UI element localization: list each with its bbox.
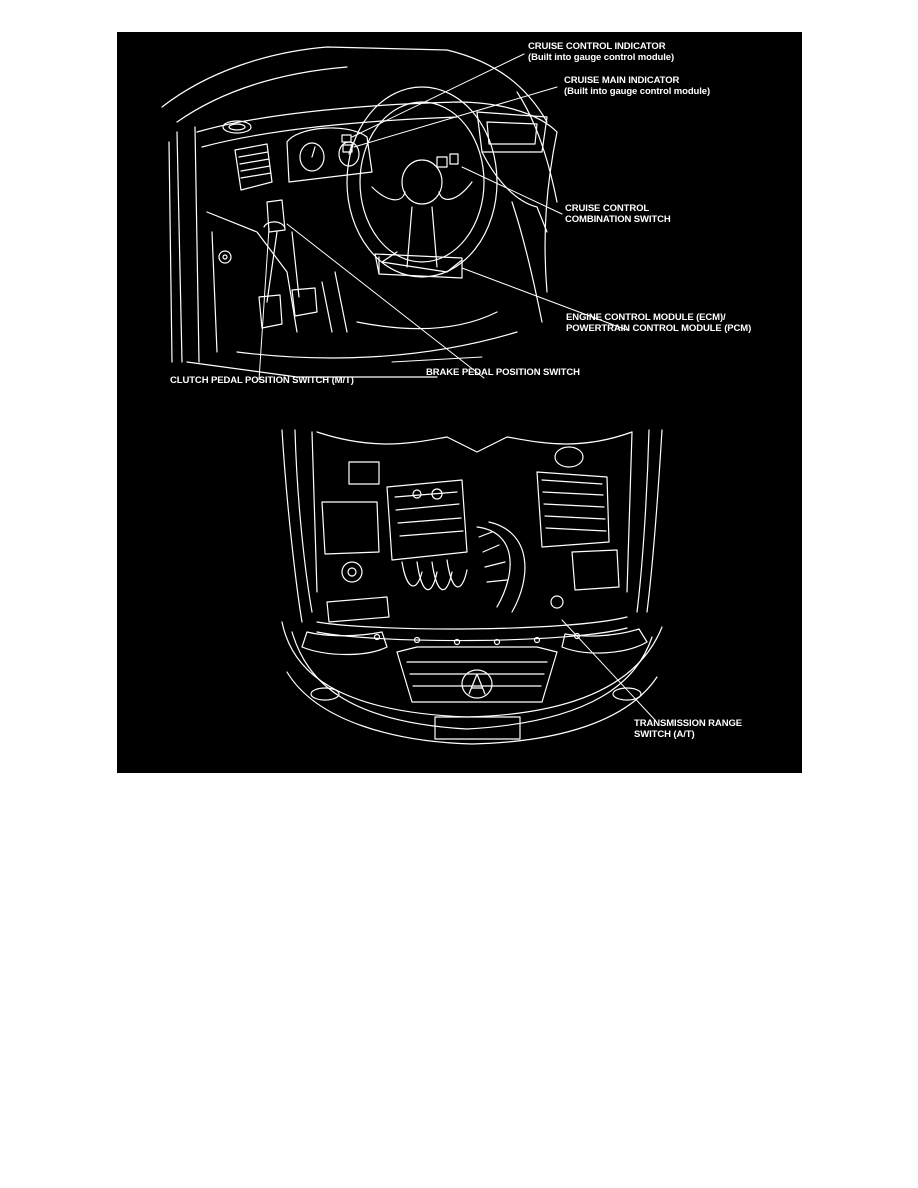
label-clutch-pedal-position-switch: CLUTCH PEDAL POSITION SWITCH (M/T) bbox=[170, 375, 354, 387]
label-line: TRANSMISSION RANGE bbox=[634, 718, 742, 729]
label-line: CRUISE CONTROL bbox=[565, 203, 650, 214]
label-line: CRUISE CONTROL INDICATOR bbox=[528, 41, 666, 52]
label-line: ENGINE CONTROL MODULE (ECM)/ bbox=[566, 312, 726, 323]
label-cruise-main-indicator: CRUISE MAIN INDICATOR (Built into gauge … bbox=[564, 75, 711, 97]
label-transmission-range-switch: TRANSMISSION RANGE SWITCH (A/T) bbox=[634, 718, 742, 740]
label-cruise-control-indicator: CRUISE CONTROL INDICATOR (Built into gau… bbox=[528, 41, 675, 63]
dashboard-illustration bbox=[161, 46, 558, 378]
leader-lines-bottom bbox=[561, 619, 656, 721]
label-line: CLUTCH PEDAL POSITION SWITCH (M/T) bbox=[170, 375, 354, 386]
label-engine-control-module: ENGINE CONTROL MODULE (ECM)/ POWERTRAIN … bbox=[566, 312, 752, 334]
label-line: (Built into gauge control module) bbox=[528, 51, 675, 63]
line-drawing bbox=[161, 46, 663, 745]
component-location-figure: CRUISE CONTROL INDICATOR (Built into gau… bbox=[117, 32, 802, 773]
label-line: BRAKE PEDAL POSITION SWITCH bbox=[426, 367, 580, 378]
label-cruise-control-combination-switch: CRUISE CONTROL COMBINATION SWITCH bbox=[565, 203, 671, 225]
label-line: POWERTRAIN CONTROL MODULE (PCM) bbox=[566, 322, 752, 334]
label-line: (Built into gauge control module) bbox=[564, 85, 711, 97]
leader-lines-top bbox=[258, 53, 628, 381]
label-line: CRUISE MAIN INDICATOR bbox=[564, 75, 680, 86]
label-line: SWITCH (A/T) bbox=[634, 728, 695, 740]
engine-bay-illustration bbox=[281, 429, 663, 745]
label-line: COMBINATION SWITCH bbox=[565, 213, 671, 225]
label-brake-pedal-position-switch: BRAKE PEDAL POSITION SWITCH bbox=[426, 367, 580, 379]
